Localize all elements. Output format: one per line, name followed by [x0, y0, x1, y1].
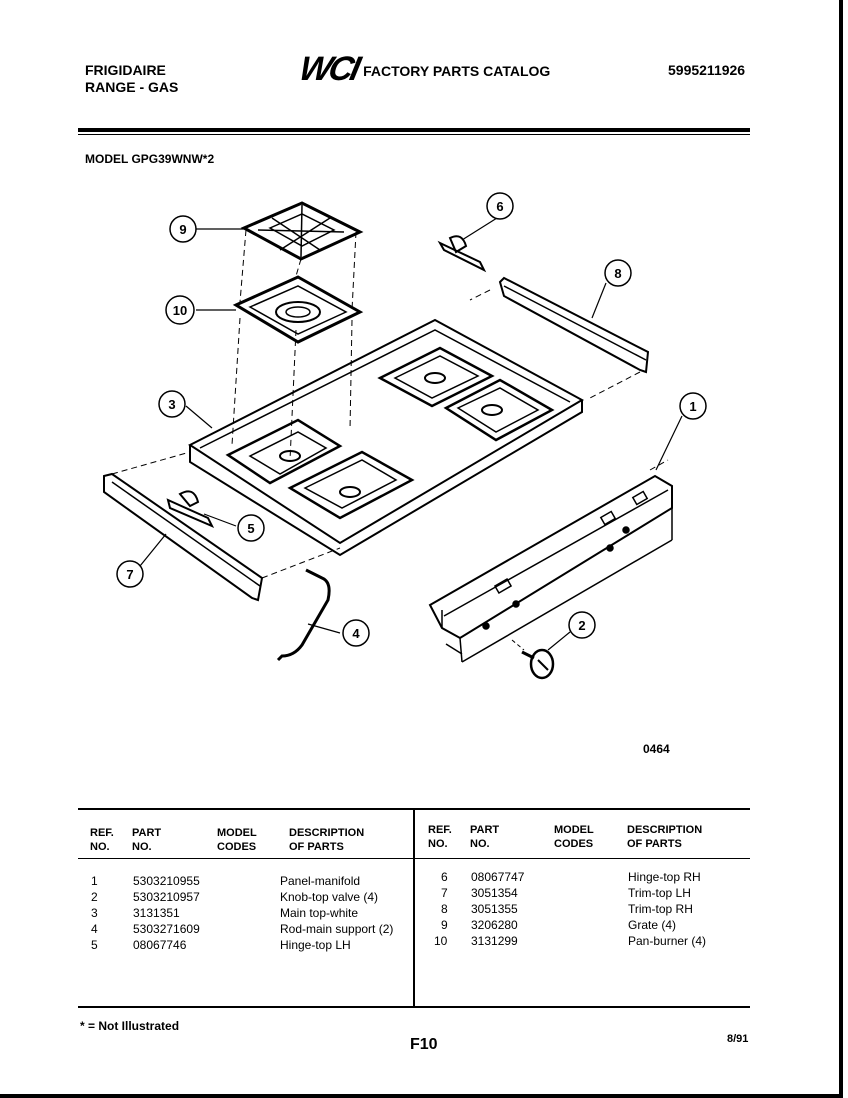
callout-circles: 9 6 8 10 3 1 5 7	[116, 192, 707, 647]
hinge-top-rh-part	[437, 235, 487, 273]
header-ref-no-right: REF.NO.	[428, 824, 452, 850]
callout-6: 6	[486, 192, 514, 220]
main-top-part	[188, 318, 585, 557]
callout-1: 1	[679, 392, 707, 420]
document-number: 5995211926	[668, 62, 746, 78]
callout-9: 9	[169, 215, 197, 243]
knob-top-valve-part	[511, 639, 555, 680]
table-bottom-rule	[78, 1006, 750, 1008]
trim-top-rh-part	[469, 276, 650, 399]
callout-3: 3	[158, 390, 186, 418]
footnote: * = Not Illustrated	[80, 1019, 180, 1033]
page-border-bottom	[0, 1094, 843, 1098]
header-ref-no: REF.NO.	[90, 827, 114, 853]
brand-name: FRIGIDAIRE	[85, 62, 166, 78]
svg-text:5: 5	[247, 521, 254, 536]
svg-text:4: 4	[352, 626, 360, 641]
product-type: RANGE - GAS	[85, 79, 179, 95]
pan-burner-part	[232, 275, 364, 344]
callout-7: 7	[116, 560, 144, 588]
svg-text:8: 8	[614, 266, 621, 281]
callout-8: 8	[604, 259, 632, 287]
table-divider	[413, 810, 415, 1006]
brand-block: FRIGIDAIRE RANGE - GAS	[85, 62, 178, 96]
model-number: MODEL GPG39WNW*2	[85, 152, 215, 166]
svg-text:7: 7	[126, 567, 133, 582]
svg-text:10: 10	[173, 303, 187, 318]
callout-5: 5	[237, 514, 265, 542]
svg-text:9: 9	[179, 222, 186, 237]
rod-main-support-part	[276, 568, 331, 662]
catalog-title: FACTORY PARTS CATALOG	[363, 62, 551, 79]
callout-4: 4	[342, 619, 370, 647]
exploded-parts-diagram: 9 6 8 10 3 1 5 7	[103, 192, 707, 680]
svg-text:6: 6	[496, 199, 503, 214]
hinge-top-lh-part	[166, 490, 215, 528]
alignment-lines	[231, 229, 357, 461]
svg-text:3: 3	[168, 397, 175, 412]
callout-10: 10	[165, 295, 195, 325]
header-rule-thin	[78, 134, 750, 135]
table-top-rule	[78, 808, 750, 810]
callout-leaders	[139, 217, 683, 651]
revision-date: 8/91	[727, 1033, 749, 1045]
page-number: F10	[410, 1036, 438, 1053]
trim-top-lh-part	[103, 451, 341, 602]
svg-text:2: 2	[578, 618, 585, 633]
drawing-number: 0464	[643, 742, 670, 756]
grate-part	[240, 201, 364, 261]
catalog-title-block: WCI FACTORY PARTS CATALOG	[296, 50, 551, 88]
page-border-right	[839, 0, 843, 1098]
header-rule	[78, 128, 750, 132]
svg-text:1: 1	[689, 399, 696, 414]
panel-manifold-part	[428, 459, 673, 663]
callout-2: 2	[568, 611, 596, 639]
